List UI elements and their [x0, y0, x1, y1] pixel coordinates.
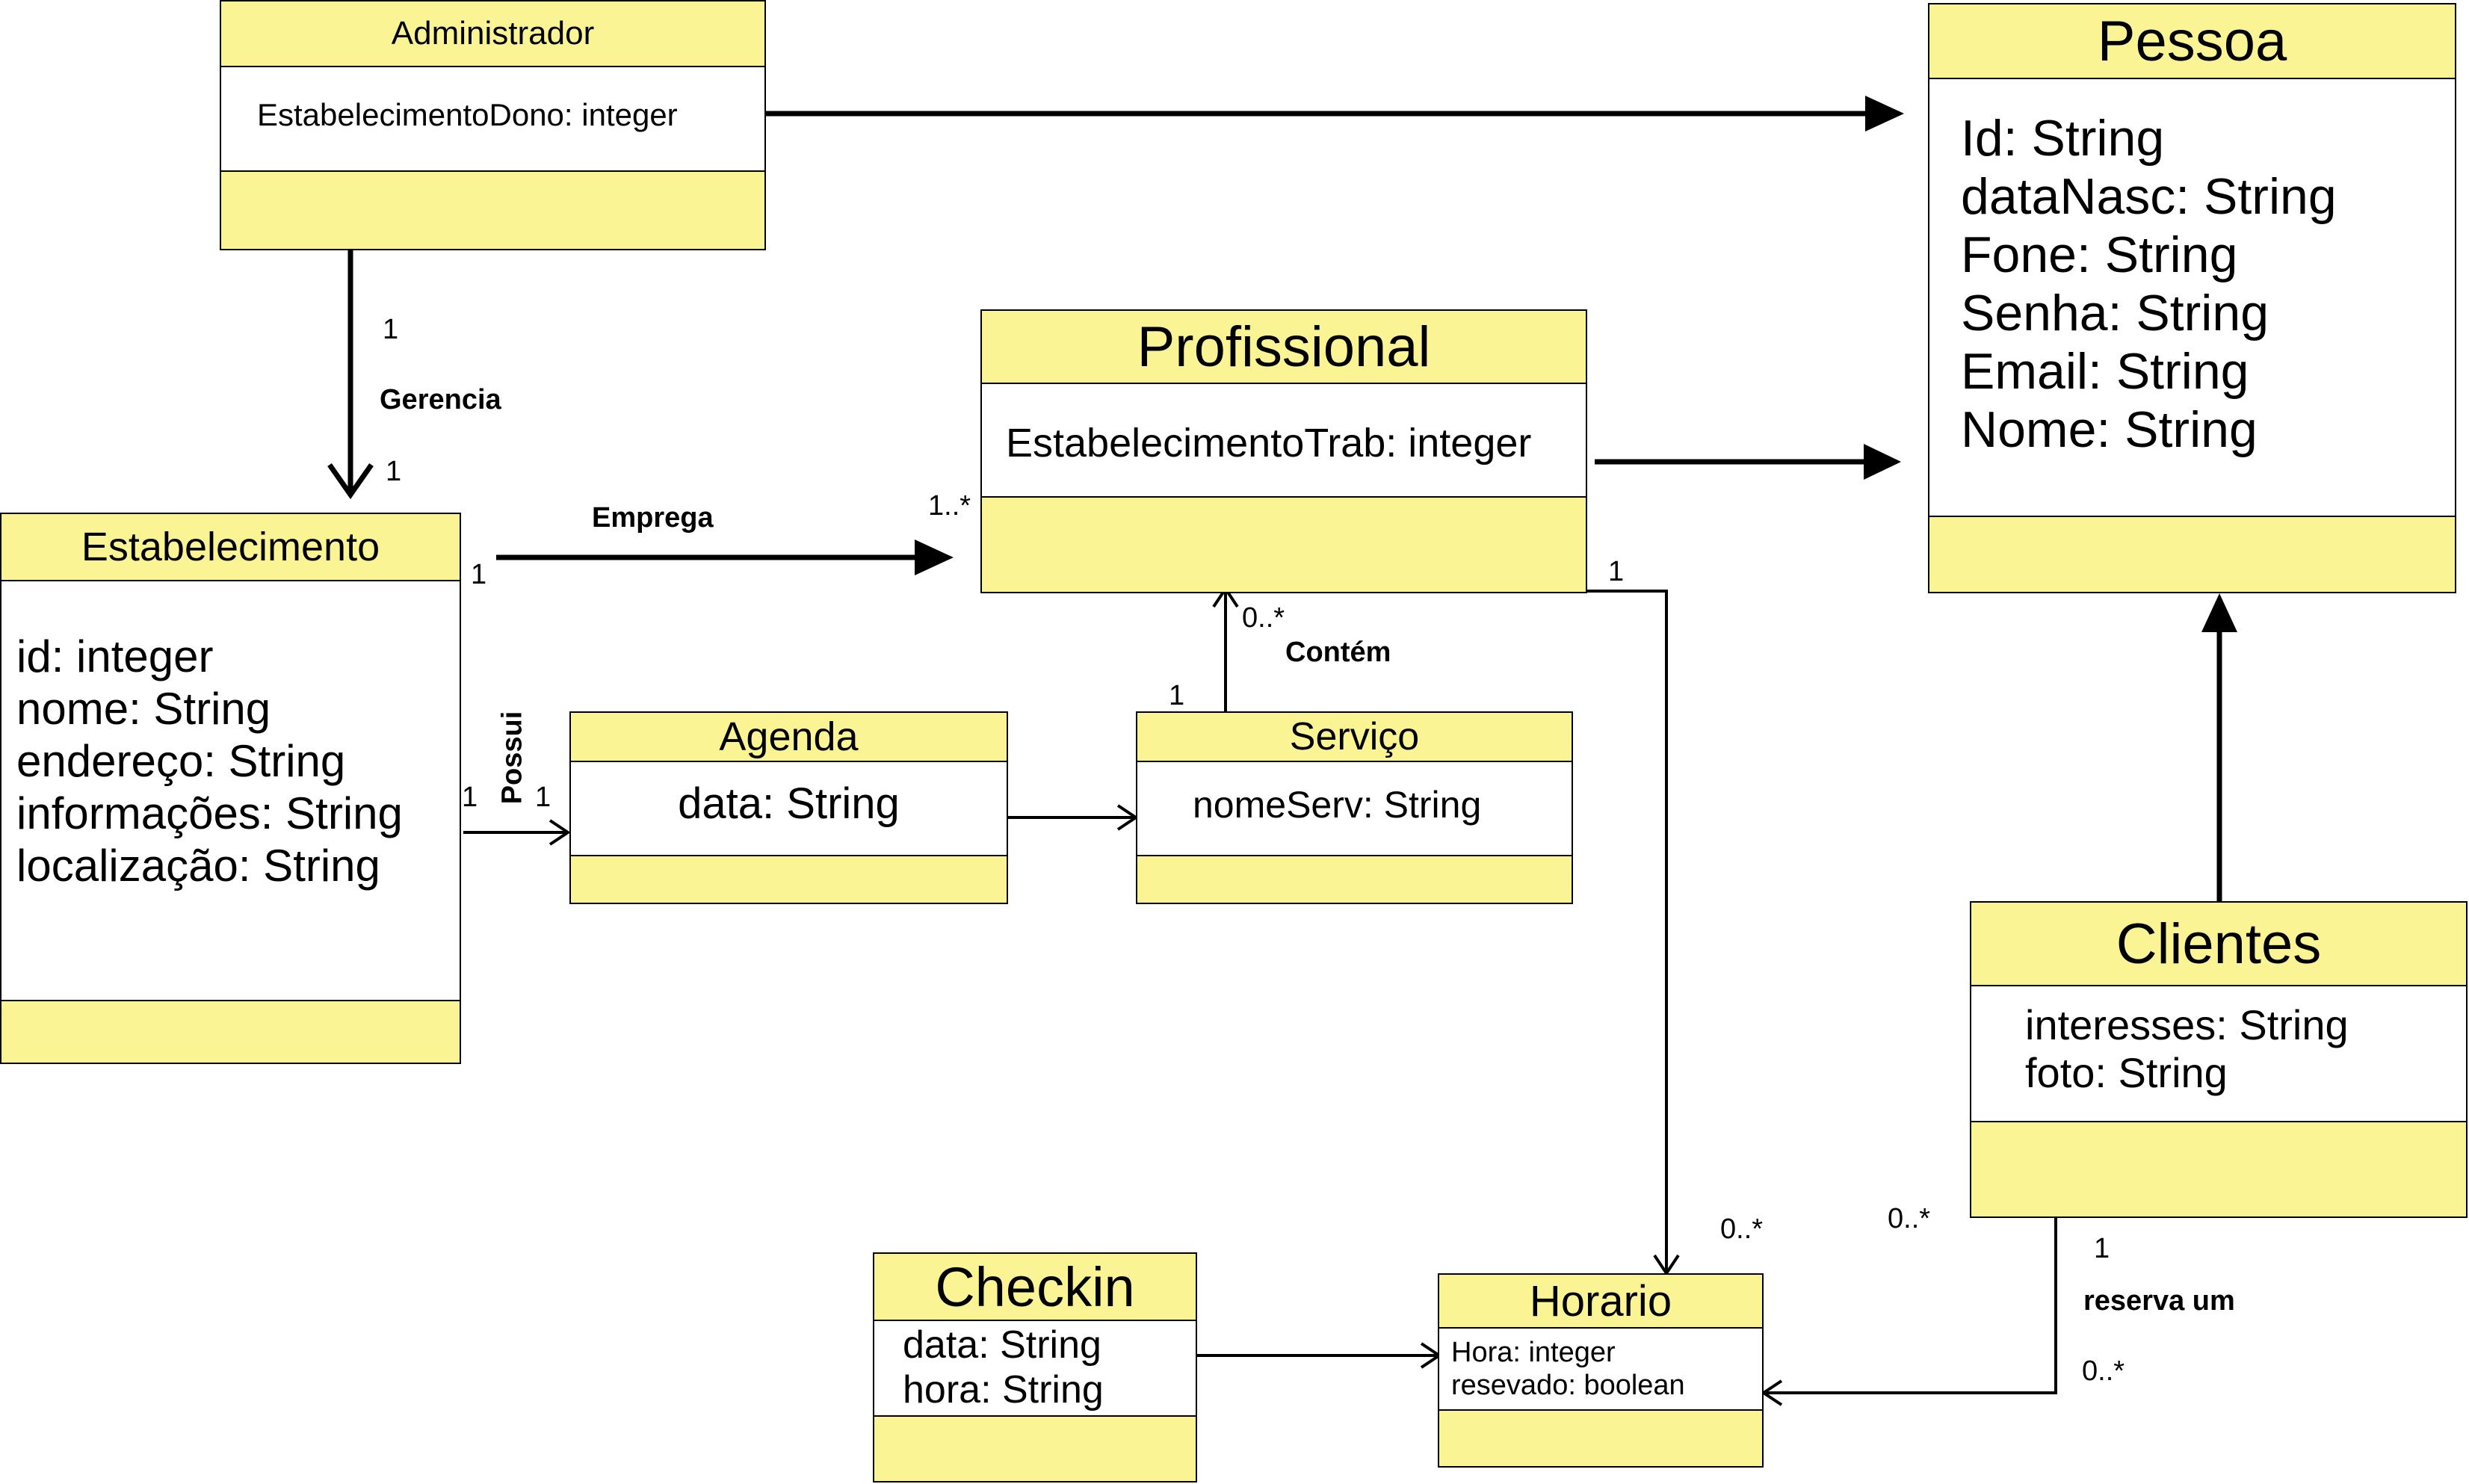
class-header: Horario [1439, 1275, 1762, 1329]
class-header: Checkin [874, 1254, 1196, 1321]
profissional-horario-mult-target: 0..* [1720, 1214, 1764, 1245]
attribute: interesses: String [2025, 1001, 2349, 1048]
attribute: informações: String [16, 788, 403, 838]
class-clientes[interactable]: Clientes interesses: String foto: String [1970, 901, 2468, 1218]
emprega-label: Emprega [592, 502, 714, 534]
reserva-label: reserva um [2083, 1285, 2235, 1317]
class-servico[interactable]: Serviço nomeServ: String [1136, 711, 1573, 904]
class-header: Estabelecimento [1, 514, 460, 581]
attribute: resevado: boolean [1451, 1370, 1685, 1401]
attribute: Email: String [1961, 343, 2249, 400]
class-header: Serviço [1137, 713, 1572, 762]
gerencia-label: Gerencia [380, 384, 501, 415]
reserva-arrowhead [1761, 1379, 1783, 1406]
attribute: Fone: String [1961, 226, 2238, 283]
profissional-pessoa-arrowhead [1864, 444, 1901, 480]
class-name: Administrador [391, 15, 595, 52]
attribute-compartment: id: integer nome: String endereço: Strin… [1, 581, 460, 1001]
contem-label: Contém [1285, 637, 1391, 668]
admin-pessoa-arrowhead [1865, 96, 1904, 132]
class-header: Profissional [982, 311, 1586, 384]
class-name: Estabelecimento [81, 525, 380, 569]
attribute: Hora: integer [1451, 1337, 1616, 1368]
reserva-mult-extra: 0..* [1888, 1203, 1931, 1234]
gerencia-arrowhead [327, 463, 374, 500]
reserva-mult-source: 1 [2094, 1233, 2110, 1264]
class-header: Agenda [571, 713, 1007, 762]
possui-mult-target: 1 [535, 782, 551, 813]
emprega-arrowhead [915, 540, 954, 575]
class-pessoa[interactable]: Pessoa Id: String dataNasc: String Fone:… [1928, 3, 2456, 593]
clientes-pessoa-arrowhead [2201, 593, 2237, 632]
possui-arrowhead [549, 819, 571, 846]
possui-mult-source: 1 [462, 782, 478, 813]
class-administrador[interactable]: Administrador EstabelecimentoDono: integ… [220, 0, 766, 250]
class-header: Clientes [1971, 903, 2466, 986]
emprega-mult-target: 1..* [928, 490, 971, 522]
attribute-compartment: Hora: integer resevado: boolean [1439, 1329, 1762, 1411]
class-name: Agenda [719, 714, 859, 759]
gerencia-mult-source: 1 [383, 314, 399, 345]
attribute-compartment: data: String hora: String [874, 1321, 1196, 1417]
attribute-compartment: Id: String dataNasc: String Fone: String… [1929, 79, 2455, 517]
class-agenda[interactable]: Agenda data: String [569, 711, 1008, 904]
profissional-horario-line [1586, 590, 1668, 1272]
attribute: Senha: String [1961, 285, 2269, 341]
attribute: id: integer [16, 631, 214, 681]
class-name: Clientes [2116, 912, 2322, 976]
attribute: localização: String [16, 841, 380, 891]
profissional-horario-mult-source: 1 [1608, 556, 1625, 587]
attribute: endereço: String [16, 736, 346, 786]
class-name: Profissional [1137, 315, 1431, 379]
attribute: EstabelecimentoDono: integer [257, 97, 678, 132]
class-header: Pessoa [1929, 4, 2455, 79]
class-name: Pessoa [2097, 9, 2287, 73]
reserva-mult-target: 0..* [2082, 1355, 2125, 1387]
attribute-compartment: data: String [571, 762, 1007, 856]
attribute: nomeServ: String [1193, 784, 1482, 826]
possui-label: Possui [496, 711, 528, 805]
reserva-line [1767, 1218, 2057, 1394]
attribute-compartment: nomeServ: String [1137, 762, 1572, 856]
class-estabelecimento[interactable]: Estabelecimento id: integer nome: String… [0, 513, 461, 1064]
attribute: data: String [678, 779, 900, 828]
attribute: foto: String [2025, 1049, 2228, 1096]
class-header: Administrador [221, 1, 764, 67]
attribute-compartment: EstabelecimentoDono: integer [221, 67, 764, 172]
emprega-mult-source: 1 [471, 559, 487, 590]
class-name: Checkin [935, 1255, 1135, 1318]
class-name: Serviço [1289, 715, 1420, 758]
attribute: Id: String [1961, 110, 2165, 167]
gerencia-mult-target: 1 [386, 456, 402, 487]
attribute: data: String [903, 1323, 1101, 1367]
class-name: Horario [1529, 1276, 1672, 1326]
class-checkin[interactable]: Checkin data: String hora: String [873, 1252, 1197, 1483]
attribute-compartment: interesses: String foto: String [1971, 986, 2466, 1122]
contem-mult-source: 1 [1169, 680, 1185, 711]
attribute: hora: String [903, 1368, 1104, 1412]
attribute: Nome: String [1961, 401, 2258, 458]
attribute-compartment: EstabelecimentoTrab: integer [982, 384, 1586, 498]
attribute: EstabelecimentoTrab: integer [1006, 421, 1532, 466]
attribute: nome: String [16, 684, 271, 734]
class-profissional[interactable]: Profissional EstabelecimentoTrab: intege… [980, 309, 1587, 593]
class-horario[interactable]: Horario Hora: integer resevado: boolean [1438, 1273, 1764, 1468]
attribute: dataNasc: String [1961, 168, 2337, 225]
contem-mult-target: 0..* [1242, 602, 1285, 634]
